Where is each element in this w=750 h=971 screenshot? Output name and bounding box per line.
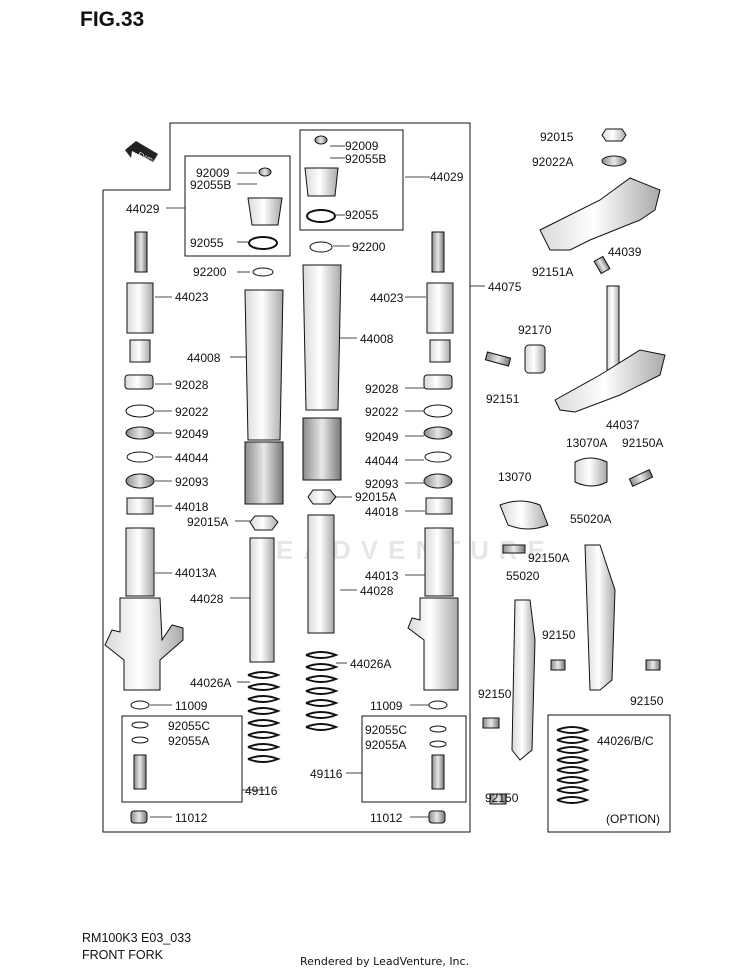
right-inner-parts [302,135,342,731]
part-label: 92015 [540,130,574,144]
part-label: 92150A [528,551,570,565]
part-label: 92170 [518,323,552,337]
part-label: 92093 [365,477,399,491]
part-label: 92150A [622,436,664,450]
part-label: 13070 [498,470,532,484]
part-label: 44044 [175,451,209,465]
part-label: 92150 [478,687,512,701]
part-label: 44026A [190,676,232,690]
part-label: 92151A [532,265,574,279]
fwd-arrow-icon: FWD [125,141,158,165]
part-label: 92028 [175,378,209,392]
part-label: 92055C [168,719,211,733]
figure-title: FIG.33 [80,8,145,31]
figure-caption: FRONT FORK [82,948,164,962]
part-label: 44075 [488,280,522,294]
part-label: 44018 [365,505,399,519]
part-label: 44018 [175,500,209,514]
leader-lines [150,145,485,818]
part-label: 44023 [370,291,404,305]
part-label: 44008 [187,351,221,365]
part-label: 92022A [532,155,574,169]
part-label: 92150 [485,791,519,805]
part-label: 92093 [175,475,209,489]
part-label: 92022 [175,405,209,419]
part-label: 44037 [606,418,640,432]
credit-text: Rendered by LeadVenture, Inc. [300,955,470,968]
part-label: 92055 [345,208,379,222]
left-inner-parts [244,167,284,763]
part-label: 92200 [193,265,227,279]
part-label: 44023 [175,290,209,304]
part-label: 92055A [365,738,407,752]
part-label: 11012 [370,811,403,825]
part-label: 92055B [345,152,387,166]
part-label: 13070A [566,436,608,450]
model-code: RM100K3 E03_033 [82,931,192,945]
part-label: 92049 [175,427,209,441]
part-label: 44008 [360,332,394,346]
part-label: 92049 [365,430,399,444]
part-label: 92009 [196,166,230,180]
part-label: 11009 [370,699,403,713]
part-label: 92151 [486,392,520,406]
part-label: 92022 [365,405,399,419]
part-label: 55020A [570,512,612,526]
part-label: 92200 [352,240,386,254]
main-assembly-outline [102,122,671,833]
part-label: 44013 [365,569,399,583]
part-label: 92055 [190,236,224,250]
part-label: 92150 [630,694,664,708]
part-label: 44029 [126,202,160,216]
part-label: 92028 [365,382,399,396]
part-label: 49116 [310,767,343,781]
part-label: 11009 [175,699,208,713]
part-label: 55020 [506,569,540,583]
part-label: 11012 [175,811,208,825]
part-label: 44029 [430,170,464,184]
part-label: 44026/B/C [597,734,654,748]
part-label: 44028 [360,584,394,598]
part-label: 92015A [355,490,397,504]
part-label: 92015A [187,515,229,529]
right-fork-leg [130,231,459,824]
part-label: 44013A [175,566,217,580]
part-label: 44044 [365,454,399,468]
part-label: 44026A [350,657,392,671]
part-label: 92055C [365,723,408,737]
part-label: 92150 [542,628,576,642]
right-side-parts [482,128,666,805]
part-label: 44039 [608,245,642,259]
part-label: 92055B [190,178,232,192]
part-label: 44028 [190,592,224,606]
watermark: LEADVENTURE [250,535,556,565]
option-label: (OPTION) [606,812,660,826]
part-label: 49116 [245,784,278,798]
left-fork-leg [104,231,184,691]
part-label: 92055A [168,734,210,748]
part-label: 92009 [345,139,379,153]
